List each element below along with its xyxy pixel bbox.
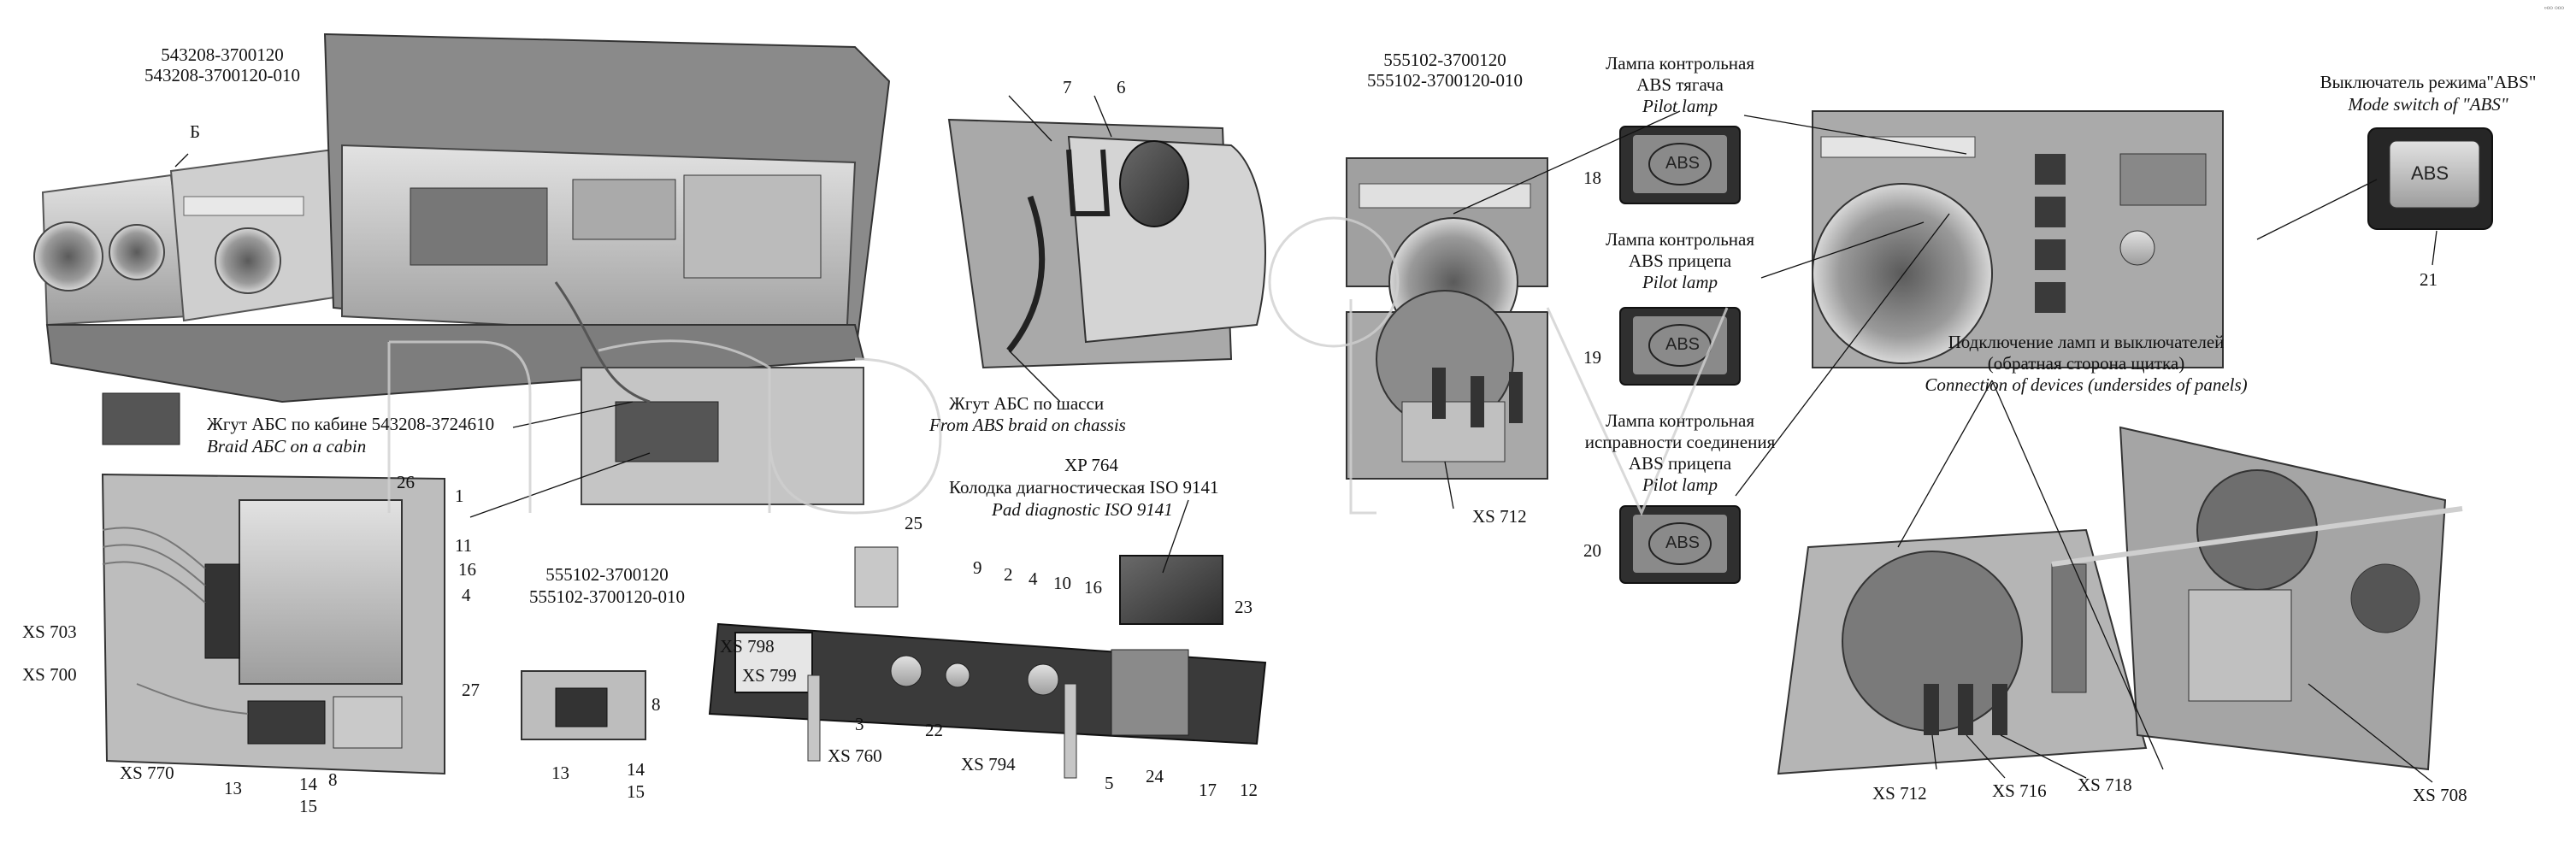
connector-xs798: XS 798: [720, 636, 775, 657]
cab-braid-caption-ru: Жгут АБС по кабине 543208-3724610: [207, 414, 495, 434]
diagnostic-strip: [708, 546, 1267, 779]
cab-braid-caption-en: Braid АБС on a cabin: [207, 436, 367, 456]
xp764-label: XP 764: [1064, 455, 1118, 475]
callout-16-strip: 16: [1084, 577, 1102, 598]
dashboard-assembly: [33, 32, 891, 505]
watermark: [387, 216, 1729, 516]
callout-8-left: 8: [328, 769, 338, 790]
mid-model-code-1: 555102-3700120: [545, 564, 669, 585]
mode-switch-caption-ru: Выключатель режима"ABS": [2320, 72, 2537, 92]
callout-20: 20: [1583, 540, 1601, 561]
dashboard-closeup: [1812, 110, 2224, 368]
callout-10: 10: [1053, 573, 1071, 593]
lamp-20-face: ABS: [1665, 533, 1701, 552]
callout-8-small: 8: [651, 694, 661, 715]
callout-1: 1: [455, 486, 464, 506]
callout-26: 26: [397, 472, 415, 492]
callout-11: 11: [455, 535, 473, 556]
diagnostic-pad-caption-ru: Колодка диагностическая ISO 9141: [949, 477, 1219, 498]
lamp-19-face: ABS: [1665, 335, 1701, 354]
tractor-lamp-caption-ru-1: Лампа контрольная: [1606, 53, 1754, 74]
callout-13-small: 13: [551, 763, 569, 783]
devices-caption-en: Connection of devices (undersides of pan…: [1925, 374, 2248, 395]
callout-21: 21: [2420, 269, 2437, 290]
panel-underside-left: [1777, 528, 2148, 775]
callout-4-left: 4: [462, 585, 471, 605]
leader-lines: [174, 95, 2437, 783]
tractor-lamp-caption-ru-2: ABS тягача: [1636, 74, 1724, 95]
connector-xs794: XS 794: [961, 754, 1016, 774]
lamp-20: [1619, 505, 1741, 584]
callout-6: 6: [1117, 77, 1126, 97]
callout-12: 12: [1240, 780, 1258, 800]
abs-bracket: [947, 118, 1266, 369]
chassis-braid-caption-ru: Жгут АБС по шасси: [949, 393, 1105, 414]
connector-xs770: XS 770: [120, 763, 174, 783]
trailer-lamp-caption-ru-1: Лампа контрольная: [1606, 229, 1754, 250]
callout-7: 7: [1063, 77, 1072, 97]
callout-25: 25: [905, 513, 923, 533]
panel-underside-right: [2051, 426, 2463, 771]
devices-caption-ru-2: (обратная сторона щитка): [1987, 353, 2185, 374]
tractor-lamp-caption-en: Pilot lamp: [1642, 96, 1718, 116]
callout-13-left: 13: [224, 778, 242, 798]
view-b-label: Б: [190, 121, 201, 142]
connector-xs718: XS 718: [2078, 774, 2132, 795]
callout-14-small: 14: [627, 759, 645, 780]
lamp-19: [1619, 307, 1741, 386]
lamp-18: [1619, 126, 1741, 204]
connector-xs799: XS 799: [742, 665, 797, 686]
callout-27: 27: [462, 680, 480, 700]
right-model-code-2: 555102-3700120-010: [1367, 70, 1523, 91]
callout-22: 22: [925, 720, 943, 740]
mode-switch-face: ABS: [2411, 162, 2449, 184]
trailer-lamp-caption-ru-2: ABS прицепа: [1628, 250, 1732, 271]
connector-xs716: XS 716: [1992, 780, 2047, 801]
callout-9: 9: [973, 557, 982, 578]
corner-mark: º⁰⁰ ⁰⁰⁰: [2544, 5, 2564, 14]
callout-14-left: 14: [299, 774, 317, 794]
callout-2: 2: [1004, 564, 1013, 585]
left-panel: [101, 473, 445, 775]
connector-xs703: XS 703: [22, 621, 77, 642]
callout-16-left: 16: [458, 559, 476, 580]
connector-xs712: XS 712: [1872, 783, 1927, 804]
callout-19: 19: [1583, 347, 1601, 368]
trailer-lamp-caption-en: Pilot lamp: [1642, 272, 1718, 292]
mid-model-code-2: 555102-3700120-010: [529, 586, 685, 607]
connector-xs700: XS 700: [22, 664, 77, 685]
connection-lamp-caption-ru-1: Лампа контрольная: [1606, 410, 1754, 431]
right-model-code-1: 555102-3700120: [1383, 50, 1506, 70]
connector-xs708: XS 708: [2413, 785, 2467, 805]
callout-23: 23: [1235, 597, 1253, 617]
callout-15-small: 15: [627, 781, 645, 802]
lamp-18-face: ABS: [1665, 154, 1701, 173]
instrument-detail: [1346, 157, 1548, 480]
callout-3: 3: [855, 714, 864, 734]
connector-xs712-detail: XS 712: [1472, 506, 1527, 527]
callout-15-left: 15: [299, 796, 317, 816]
chassis-braid-caption-en: From ABS braid on chassis: [929, 415, 1126, 435]
callout-18: 18: [1583, 168, 1601, 188]
left-model-code-1: 543208-3700120: [161, 44, 284, 65]
diagnostic-pad-caption-en: Pad diagnostic ISO 9141: [992, 499, 1173, 520]
connection-lamp-caption-ru-2: исправности соединения: [1584, 432, 1776, 452]
small-bracket: [521, 670, 646, 740]
callout-5: 5: [1105, 773, 1114, 793]
callout-4-strip: 4: [1029, 568, 1038, 589]
connection-lamp-caption-en: Pilot lamp: [1642, 474, 1718, 495]
connector-xs760: XS 760: [828, 745, 882, 766]
mode-switch-21: [2367, 127, 2493, 230]
left-model-code-2: 543208-3700120-010: [144, 65, 300, 85]
mode-switch-caption-en: Mode switch of "ABS": [2348, 94, 2508, 115]
callout-24: 24: [1146, 766, 1164, 786]
connection-lamp-caption-ru-3: ABS прицепа: [1628, 453, 1732, 474]
devices-caption-ru-1: Подключение ламп и выключателей: [1948, 332, 2225, 352]
callout-17: 17: [1199, 780, 1217, 800]
